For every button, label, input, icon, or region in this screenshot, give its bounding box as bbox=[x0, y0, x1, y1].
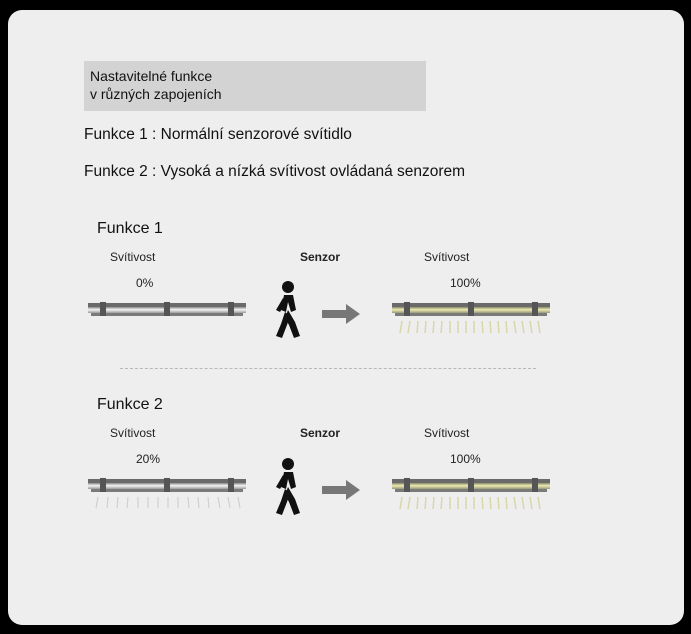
light-rays bbox=[399, 496, 541, 510]
arrow-right-icon bbox=[322, 480, 360, 500]
walking-person-icon bbox=[276, 281, 300, 338]
diagram-1-sensor-label: Senzor bbox=[300, 250, 341, 264]
diagram-1-left-value: 0% bbox=[136, 276, 154, 290]
header-line-1: Nastavitelné funkce bbox=[90, 68, 213, 84]
diagram-2-left-value: 20% bbox=[136, 452, 161, 466]
diagram-1-right-label: Svítivost bbox=[424, 250, 470, 264]
diagram-2-left-label: Svítivost bbox=[110, 426, 156, 440]
diagram-1-left-label: Svítivost bbox=[110, 250, 156, 264]
function-2-description: Funkce 2 : Vysoká a nízká svítivost ovlá… bbox=[84, 163, 466, 180]
lamp-on-icon bbox=[392, 302, 550, 334]
walking-person-icon bbox=[276, 458, 300, 515]
section-divider bbox=[120, 368, 536, 369]
arrow-right-icon bbox=[322, 304, 360, 324]
diagram-1-title: Funkce 1 bbox=[97, 220, 163, 237]
header-box bbox=[84, 61, 426, 111]
function-1-description: Funkce 1 : Normální senzorové svítidlo bbox=[84, 126, 352, 143]
diagram-2-sensor-label: Senzor bbox=[300, 426, 341, 440]
header-line-2: v různých zapojeních bbox=[90, 86, 222, 102]
diagram-2-right-label: Svítivost bbox=[424, 426, 470, 440]
lamp-off-icon bbox=[88, 302, 246, 316]
diagram-1-right-value: 100% bbox=[450, 276, 481, 290]
lamp-dim-icon bbox=[88, 478, 246, 509]
dim-light-rays bbox=[95, 496, 241, 509]
light-rays bbox=[399, 320, 541, 334]
diagram-2-title: Funkce 2 bbox=[97, 396, 163, 413]
lamp-on-icon bbox=[392, 478, 550, 510]
diagram-2-right-value: 100% bbox=[450, 452, 481, 466]
